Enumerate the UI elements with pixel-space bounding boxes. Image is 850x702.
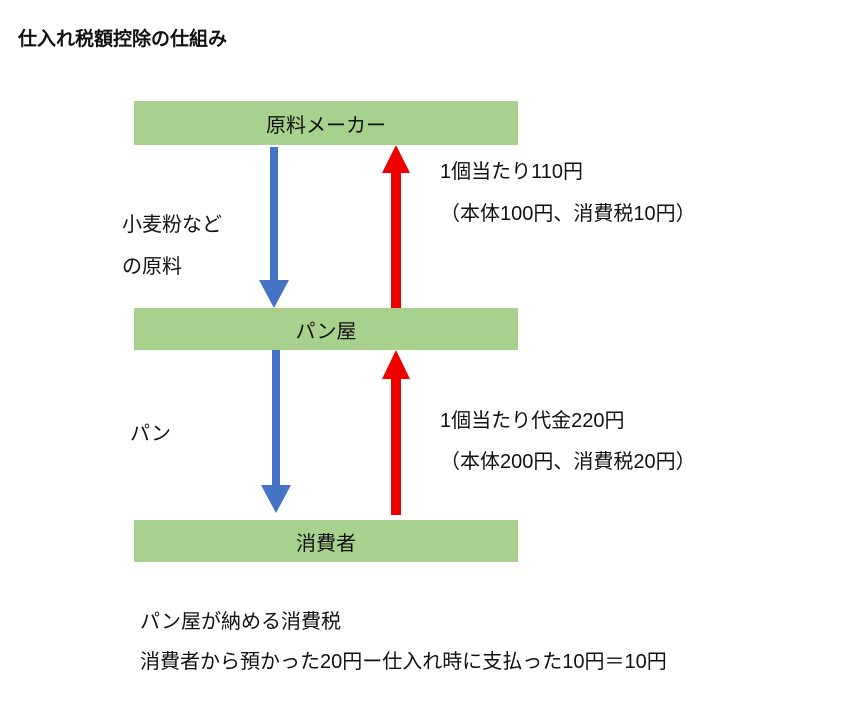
payment-arrow-consumer-to-bakery: [382, 350, 410, 515]
goods-1-line-2: の原料: [122, 256, 182, 278]
box-consumer: 消費者: [134, 520, 518, 562]
payment-2-line-1: 1個当たり代金220円: [440, 410, 625, 432]
goods-1-line-1: 小麦粉など: [122, 214, 222, 236]
box-maker: 原料メーカー: [134, 101, 518, 145]
box-bakery: パン屋: [134, 308, 518, 350]
goods-arrow-bakery-to-consumer: [261, 350, 291, 513]
payment-1-line-1: 1個当たり110円: [440, 161, 584, 183]
summary-formula: 消費者から預かった20円ー仕入れ時に支払った10円＝10円: [140, 651, 667, 673]
payment-1-line-2: （本体100円、消費税10円）: [440, 203, 696, 225]
goods-2-label: パン: [130, 423, 171, 445]
payment-2-line-2: （本体200円、消費税20円）: [440, 451, 696, 473]
goods-arrow-maker-to-bakery: [259, 147, 289, 308]
summary-heading: パン屋が納める消費税: [140, 611, 341, 633]
page-title: 仕入れ税額控除の仕組み: [18, 29, 228, 50]
payment-arrow-bakery-to-maker: [382, 145, 410, 308]
